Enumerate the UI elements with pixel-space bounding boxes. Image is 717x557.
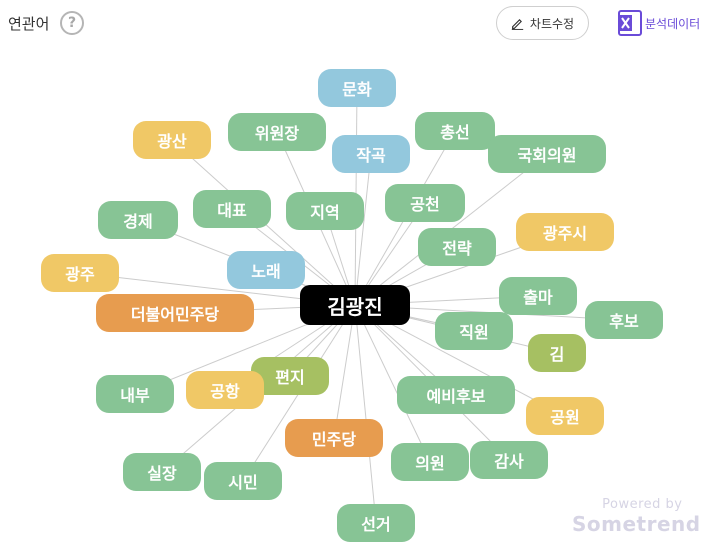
keyword-node[interactable]: 위원장 — [228, 113, 326, 151]
export-data-label: 분석데이터 — [645, 16, 701, 31]
brand-name: Sometrend — [572, 512, 701, 536]
keyword-node[interactable]: 노래 — [227, 251, 305, 289]
keyword-node[interactable]: 대표 — [193, 190, 271, 228]
keyword-node[interactable]: 김 — [528, 334, 586, 372]
keyword-node[interactable]: 광산 — [133, 121, 211, 159]
export-data-button[interactable]: 분석데이터 — [618, 9, 700, 37]
keyword-node[interactable]: 의원 — [391, 443, 469, 481]
powered-by-logo: Powered by Sometrend — [572, 497, 701, 536]
keyword-node[interactable]: 문화 — [318, 69, 396, 107]
center-keyword-node[interactable]: 김광진 — [300, 285, 410, 325]
graph-link — [333, 304, 356, 439]
excel-icon — [618, 10, 642, 36]
graph-link — [354, 153, 372, 306]
powered-by-text: Powered by — [602, 497, 683, 512]
help-icon[interactable]: ? — [60, 11, 84, 35]
keyword-node[interactable]: 국회의원 — [488, 135, 606, 173]
keyword-node[interactable]: 선거 — [337, 504, 415, 542]
pencil-icon — [511, 18, 524, 30]
keyword-node[interactable]: 경제 — [98, 201, 178, 239]
keyword-node[interactable]: 편지 — [251, 357, 329, 395]
keyword-node[interactable]: 내부 — [96, 375, 174, 413]
keyword-node[interactable]: 광주 — [41, 254, 119, 292]
keyword-node[interactable]: 공원 — [526, 397, 604, 435]
edit-chart-button[interactable]: 차트수정 — [496, 6, 589, 40]
keyword-node[interactable]: 더불어민주당 — [96, 294, 254, 332]
keyword-node[interactable]: 전략 — [418, 228, 496, 266]
keyword-node[interactable]: 공천 — [385, 184, 465, 222]
keyword-node[interactable]: 공항 — [186, 371, 264, 409]
graph-link — [354, 304, 377, 524]
keyword-node[interactable]: 출마 — [499, 277, 577, 315]
keyword-node[interactable]: 광주시 — [516, 213, 614, 251]
keyword-node[interactable]: 감사 — [470, 441, 548, 479]
graph-link — [354, 304, 431, 463]
keyword-node[interactable]: 작곡 — [332, 135, 410, 173]
keyword-node[interactable]: 시민 — [204, 462, 282, 500]
keyword-node[interactable]: 후보 — [585, 301, 663, 339]
keyword-node[interactable]: 실장 — [123, 453, 201, 491]
keyword-node[interactable]: 민주당 — [285, 419, 383, 457]
keyword-node[interactable]: 지역 — [286, 192, 364, 230]
keyword-node[interactable]: 총선 — [415, 112, 495, 150]
edit-chart-label: 차트수정 — [529, 16, 575, 31]
keyword-node[interactable]: 직원 — [435, 312, 513, 350]
section-title: 연관어 — [8, 15, 50, 33]
keyword-node[interactable]: 예비후보 — [397, 376, 515, 414]
